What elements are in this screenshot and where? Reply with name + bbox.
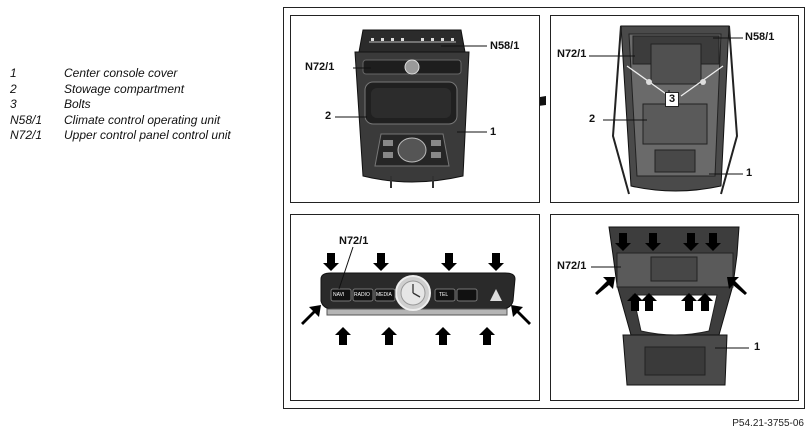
document-id: P54.21-3755-06: [732, 418, 804, 429]
console-drawing: [335, 29, 487, 188]
callout-n58-1: N58/1: [490, 40, 520, 52]
callout-n72-1: N72/1: [557, 260, 587, 272]
legend-text: Center console cover: [64, 66, 178, 80]
panel-console-overview: N58/1 N72/1 2 1: [290, 15, 540, 203]
panel-console-internal: N58/1 N72/1 3 2 1: [550, 15, 799, 203]
legend-text: Climate control operating unit: [64, 112, 221, 127]
panel-console-frame: N72/1 1: [550, 214, 799, 401]
legend-key: N58/1: [10, 112, 43, 127]
panel-upper-control-unit: N72/1 NAVI RADIO MEDIA TEL: [290, 214, 540, 401]
callout-n58-1: N58/1: [745, 31, 775, 43]
legend-text: Bolts: [64, 97, 91, 111]
callout-1: 1: [754, 341, 761, 353]
callout-3: 3: [665, 92, 680, 107]
button-radio-label: RADIO: [354, 292, 370, 298]
legend-key: N72/1: [10, 128, 43, 142]
callout-n72-1: N72/1: [557, 48, 587, 60]
legend-key: 1: [10, 66, 17, 80]
callout-n72-1: N72/1: [305, 61, 335, 73]
callout-2: 2: [589, 113, 596, 125]
legend-item: 3 Bolts: [10, 97, 231, 113]
button-tel-label: TEL: [439, 292, 449, 298]
button-media-label: MEDIA: [376, 292, 392, 298]
legend: 1 Center console cover 2 Stowage compart…: [10, 66, 231, 144]
legend-text: Stowage compartment: [64, 81, 185, 96]
legend-key: 3: [10, 97, 17, 111]
legend-item: 2 Stowage compartment: [10, 82, 231, 98]
callout-2: 2: [325, 110, 332, 122]
button-navi-label: NAVI: [333, 292, 345, 298]
legend-key: 2: [10, 81, 17, 96]
console-frame-drawing: [591, 226, 749, 386]
legend-item: N72/1 Upper control panel control unit: [10, 128, 231, 144]
legend-text: Upper control panel control unit: [64, 128, 231, 142]
control-unit-drawing: [301, 246, 531, 345]
callout-1: 1: [490, 126, 497, 138]
callout-1: 1: [746, 167, 753, 179]
console-internal-drawing: [589, 25, 743, 195]
legend-item: N58/1 Climate control operating unit: [10, 113, 231, 129]
legend-item: 1 Center console cover: [10, 66, 231, 82]
callout-n72-1: N72/1: [339, 235, 369, 247]
